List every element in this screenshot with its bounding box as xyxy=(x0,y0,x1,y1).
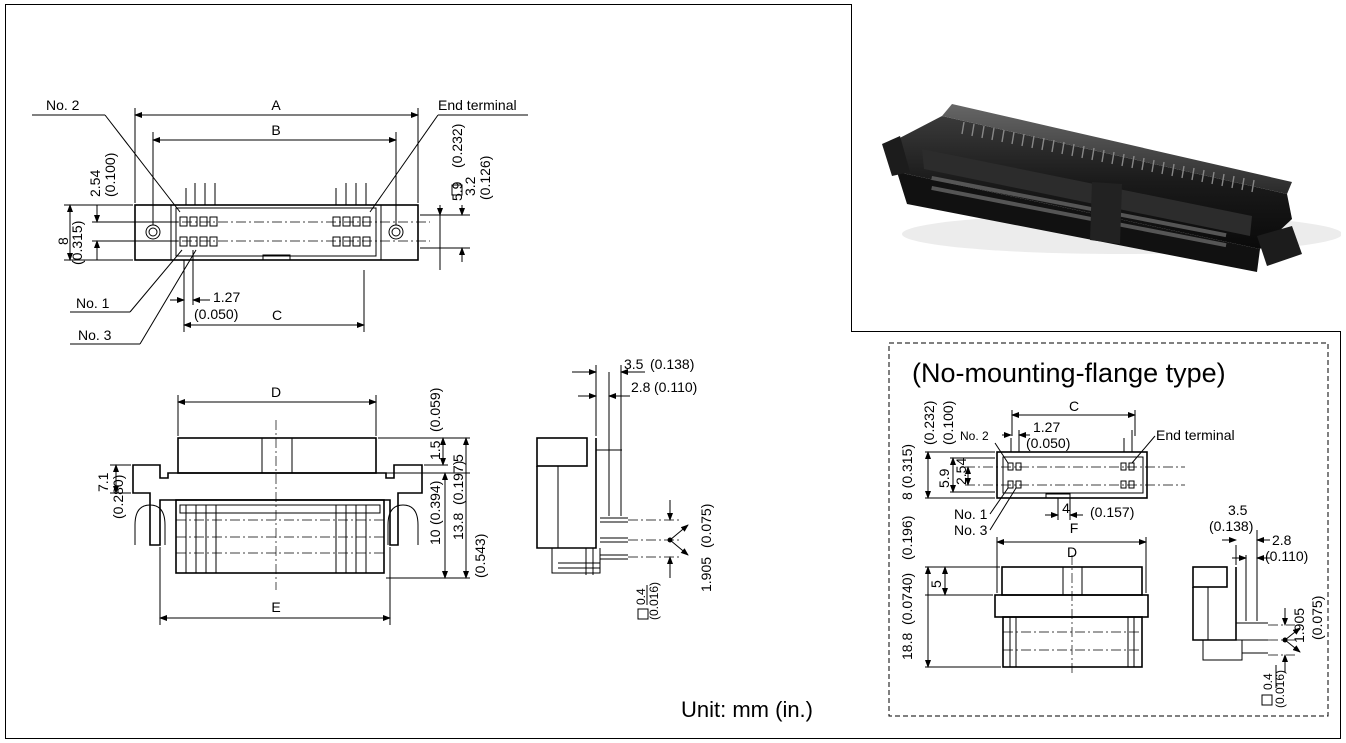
dim-10-label: 10 xyxy=(427,529,443,545)
no-flange-front-view: D 5 (0.196) 18.8 (0.0740) xyxy=(899,516,1149,675)
dim-8-label: 8 xyxy=(55,237,71,245)
dim-254-label: 2.54 xyxy=(87,170,103,197)
dim-0075-label: (0.075) xyxy=(698,504,714,548)
dim-0016-label: (0.016) xyxy=(647,582,661,620)
nf-dim-0196-label: (0.196) xyxy=(899,516,915,560)
dim-138-label: 13.8 xyxy=(450,513,466,540)
nf-dim-254-label: 2.54 xyxy=(953,458,969,485)
nf-dim-0157-label: (0.157) xyxy=(1090,504,1134,520)
dim-127-label: 1.27 xyxy=(213,289,240,305)
nf-dim-0075-label: (0.075) xyxy=(1309,596,1325,640)
nf-dim-8-label: 8 (0.315) xyxy=(899,444,915,500)
dim-32-label: 3.2 xyxy=(462,176,478,196)
dim-0280-label: (0.280) xyxy=(110,475,126,519)
dim-a-label: A xyxy=(271,97,281,113)
dim-1905-label: 1.905 xyxy=(698,557,714,592)
nf-dim-4-label: 4 xyxy=(1062,500,1070,516)
nf-dim-59-label: 5.9 xyxy=(936,468,952,488)
dim-d-label: D xyxy=(271,384,281,400)
nf-dim-0100-label: (0.100) xyxy=(940,401,956,445)
nf-no2-label: No. 2 xyxy=(960,429,989,443)
side-view: 3.5 (0.138) 2.8 (0.110) 1.905 (0.075) 0.… xyxy=(536,356,714,620)
connector-photo-image xyxy=(882,104,1341,272)
no1-label: No. 1 xyxy=(76,295,110,311)
nf-dim-35-label: 3.5 xyxy=(1228,502,1248,518)
nf-no1-label: No. 1 xyxy=(954,506,988,522)
dim-15-label: 1.5 xyxy=(427,440,443,460)
dim-0059-label: (0.059) xyxy=(427,388,443,432)
nf-end-terminal-label: End terminal xyxy=(1156,427,1235,443)
top-view: A B C 1.27 (0.050) 8 (0.315) 2.54 (0.100… xyxy=(32,97,528,345)
dim-28-label: 2.8 xyxy=(631,379,651,395)
end-terminal-label: End terminal xyxy=(438,97,517,113)
nf-dim-0138-label: (0.138) xyxy=(1209,518,1253,534)
nf-dim-d-label: D xyxy=(1067,544,1077,560)
dim-04-label: 0.4 xyxy=(634,588,648,605)
no-flange-title: (No-mounting-flange type) xyxy=(912,358,1226,388)
nf-dim-0016-label: (0.016) xyxy=(1273,670,1287,708)
nf-dim-04-label: 0.4 xyxy=(1261,673,1275,690)
no3-label: No. 3 xyxy=(78,327,112,343)
no2-label: No. 2 xyxy=(46,97,80,113)
front-pins xyxy=(185,505,367,573)
nf-dim-f-label: F xyxy=(1070,520,1079,536)
dim-71-label: 7.1 xyxy=(95,472,111,492)
pin-array-right xyxy=(332,216,371,247)
dim-0197-label: (0.197) xyxy=(450,461,466,505)
drawing-frame xyxy=(5,4,1341,739)
dim-59-label: 5.9 xyxy=(449,181,465,201)
connector-photo xyxy=(851,4,1341,332)
dim-e-label: E xyxy=(271,599,280,615)
no-flange-box xyxy=(888,342,1329,717)
nf-no3-label: No. 3 xyxy=(954,522,988,538)
nf-dim-28-label: 2.8 xyxy=(1272,532,1292,548)
nf-dim-0110-label: (0.110) xyxy=(1265,548,1308,564)
dim-5-label: 5 xyxy=(450,454,466,462)
nf-dim-0050-label: (0.050) xyxy=(1026,435,1070,451)
dim-b-label: B xyxy=(271,122,280,138)
dim-35-label: 3.5 xyxy=(624,356,644,372)
nf-dim-5-label: 5 xyxy=(928,580,944,588)
front-view: D E 7.1 (0.280) 1.5 (0.059) 5 (0.197) 10… xyxy=(95,384,488,625)
nf-dim-c-label: C xyxy=(1069,398,1079,414)
dim-0100-label: (0.100) xyxy=(102,153,118,197)
nf-dim-0740-label: (0.0740) xyxy=(899,573,915,625)
no-flange-side-view: 3.5 (0.138) 2.8 (0.110) 1.905 (0.075) 0.… xyxy=(1192,502,1325,708)
nf-dim-1905-label: 1.905 xyxy=(1291,608,1307,643)
pin-array-left xyxy=(179,216,218,247)
no-flange-top-view: C 1.27 (0.050) No. 2 End terminal 8 (0.3… xyxy=(899,398,1235,538)
nf-dim-127-label: 1.27 xyxy=(1033,419,1060,435)
dim-0543-label: (0.543) xyxy=(472,534,488,578)
nf-dim-0232-label: (0.232) xyxy=(921,401,937,445)
dim-0050-label: (0.050) xyxy=(194,306,238,322)
unit-label: Unit: mm (in.) xyxy=(681,697,813,722)
dim-c-label: C xyxy=(272,307,282,323)
dim-0315-label: (0.315) xyxy=(69,221,85,265)
dim-0394-label: (0.394) xyxy=(427,481,443,525)
dim-0126-label: (0.126) xyxy=(477,156,493,200)
dim-0110-label: (0.110) xyxy=(654,379,697,395)
nf-dim-188-label: 18.8 xyxy=(899,633,915,660)
dim-0232-label: (0.232) xyxy=(449,124,465,168)
dim-0138-label: (0.138) xyxy=(650,356,694,372)
